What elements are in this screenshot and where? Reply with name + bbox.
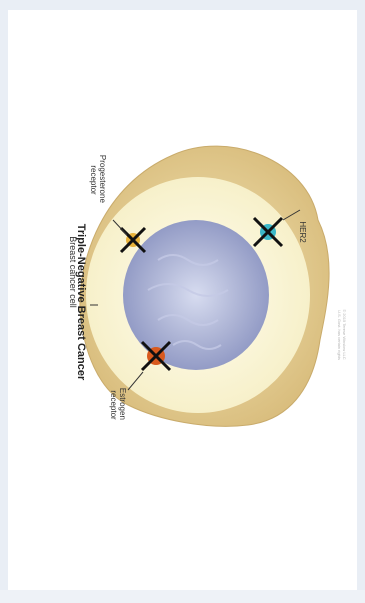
diagram-canvas: Triple-Negative Breast Cancer Breast can… <box>8 10 357 590</box>
copyright-text: © 2015 Terese Winslow LLC U.S. Govt. has… <box>337 309 347 361</box>
her2-label: HER2 <box>298 221 307 243</box>
bottom-strip <box>0 590 365 603</box>
progesterone-label: Progesterone receptor <box>89 155 107 205</box>
estrogen-label: Estrogen receptor <box>109 388 127 422</box>
cell-label: Breast cancer cell <box>68 236 78 308</box>
diagram-panel: Triple-Negative Breast Cancer Breast can… <box>8 10 357 590</box>
nucleus <box>123 220 269 370</box>
